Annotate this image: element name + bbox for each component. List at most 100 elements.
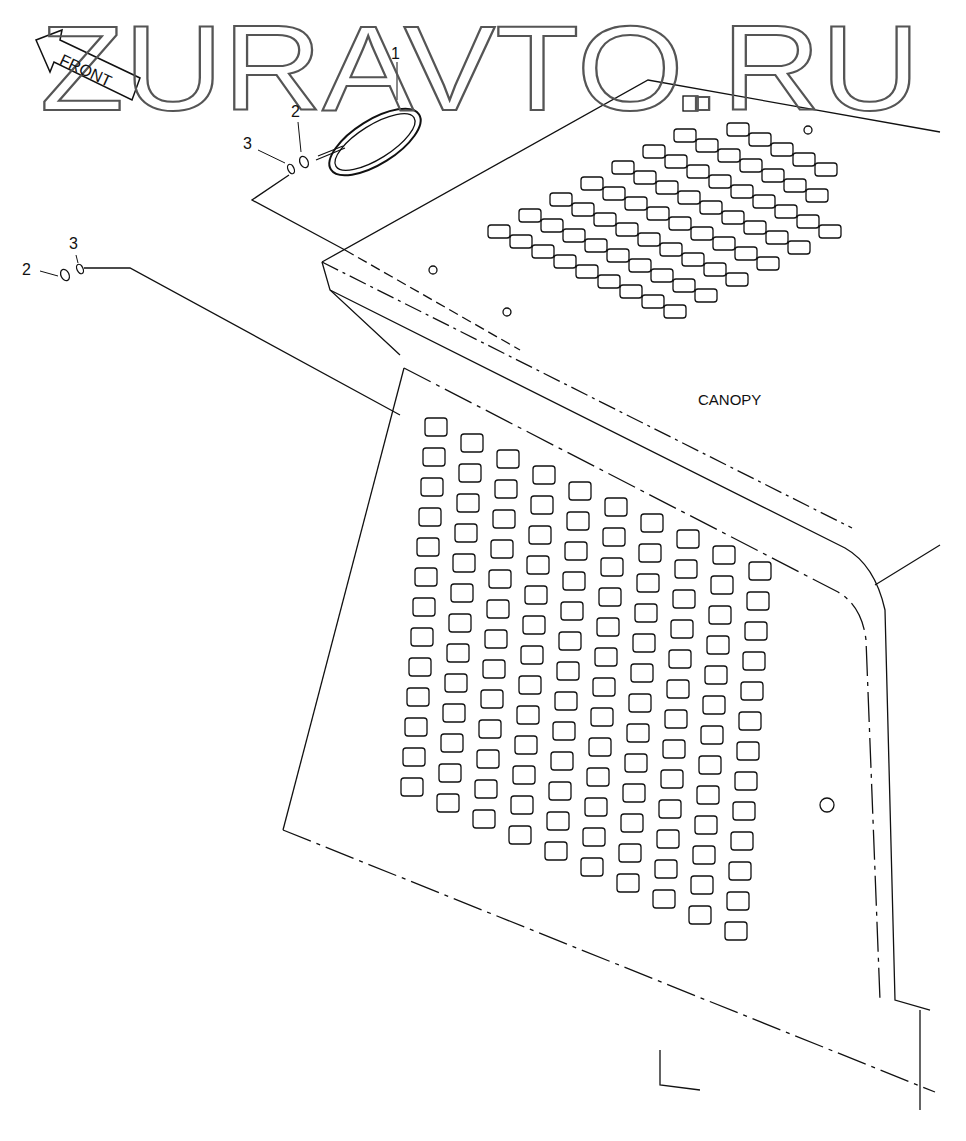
vent-slot [549, 782, 571, 800]
vent-slot [532, 245, 554, 258]
vent-slot [554, 255, 576, 268]
vent-slot [401, 778, 423, 796]
roof-rear [875, 545, 940, 585]
vent-slot [601, 558, 623, 576]
assembly-leader [252, 175, 345, 250]
vent-slot [409, 658, 431, 676]
vent-slot [682, 253, 704, 266]
vent-slot [664, 305, 686, 318]
vent-slot [627, 724, 649, 742]
vent-slot [638, 233, 660, 246]
vent-slot [605, 498, 627, 516]
vent-slot [669, 650, 691, 668]
vent-slot [485, 630, 507, 648]
vent-slot [461, 434, 483, 452]
vent-slot [457, 494, 479, 512]
vent-slot [744, 221, 766, 234]
vent-slot [593, 678, 615, 696]
vent-slot [510, 235, 532, 248]
vent-slot [585, 239, 607, 252]
roof-fold [322, 262, 852, 528]
vent-slot [495, 480, 517, 498]
vent-slot [699, 756, 721, 774]
vent-slot [735, 247, 757, 260]
vent-slot [695, 289, 717, 302]
vent-slot [488, 225, 510, 238]
vent-slot [674, 129, 696, 142]
vent-slot [479, 720, 501, 738]
vent-slot [704, 263, 726, 276]
panel-rear [919, 1010, 920, 1110]
vent-slot [533, 466, 555, 484]
vent-slot [635, 604, 657, 622]
vent-slot [547, 812, 569, 830]
vent-slot [709, 175, 731, 188]
callout-leader [40, 271, 58, 276]
vent-slot [565, 542, 587, 560]
vent-slot [437, 794, 459, 812]
vent-slot [572, 203, 594, 216]
roof-side-edge [330, 290, 930, 1010]
vent-slot [697, 786, 719, 804]
vent-slot [515, 736, 537, 754]
washer [75, 263, 85, 275]
callout-number: 3 [69, 236, 78, 252]
vent-slot [727, 892, 749, 910]
vent-slot [607, 249, 629, 262]
callout-number: 1 [391, 46, 400, 62]
vent-slot [625, 197, 647, 210]
panel-top [404, 368, 880, 1000]
vent-slot [475, 780, 497, 798]
vent-slot [743, 652, 765, 670]
nut [59, 268, 71, 282]
vent-slot [775, 205, 797, 218]
vent-slot [451, 584, 473, 602]
vent-slot [634, 171, 656, 184]
vent-slot [771, 143, 793, 156]
vent-slot [749, 133, 771, 146]
vent-slot [713, 237, 735, 250]
vent-slot [415, 568, 437, 586]
side-grid [401, 418, 771, 940]
vent-slot [569, 482, 591, 500]
vent-slot [667, 680, 689, 698]
vent-slot [581, 177, 603, 190]
vent-slot [473, 810, 495, 828]
vent-slot [616, 223, 638, 236]
vent-slot [695, 816, 717, 834]
vent-slot [445, 674, 467, 692]
vent-slot [525, 586, 547, 604]
vent-slot [726, 273, 748, 286]
vent-slot [511, 796, 533, 814]
vent-slot [788, 241, 810, 254]
roof-hole [503, 308, 511, 316]
panel-hole [820, 798, 834, 812]
vent-slot [545, 842, 567, 860]
assembly-leader [345, 250, 520, 350]
vent-slot [671, 620, 693, 638]
vent-slot [491, 540, 513, 558]
vent-slot [633, 634, 655, 652]
vent-slot [745, 622, 767, 640]
vent-slot [725, 922, 747, 940]
vent-slot [411, 628, 433, 646]
vent-slot [625, 754, 647, 772]
washer [286, 163, 296, 175]
vent-slot [677, 530, 699, 548]
vent-slot [707, 636, 729, 654]
vent-slot [595, 648, 617, 666]
vent-slot [407, 688, 429, 706]
panel-front [283, 368, 404, 830]
vent-slot [612, 161, 634, 174]
vent-slot [563, 229, 585, 242]
vent-slot [643, 145, 665, 158]
vent-slot [487, 600, 509, 618]
vent-slot [563, 572, 585, 590]
vent-slot [403, 748, 425, 766]
vent-slot [453, 554, 475, 572]
callout-leader [76, 255, 78, 263]
vent-slot [594, 213, 616, 226]
vent-slot [489, 570, 511, 588]
vent-slot [523, 616, 545, 634]
